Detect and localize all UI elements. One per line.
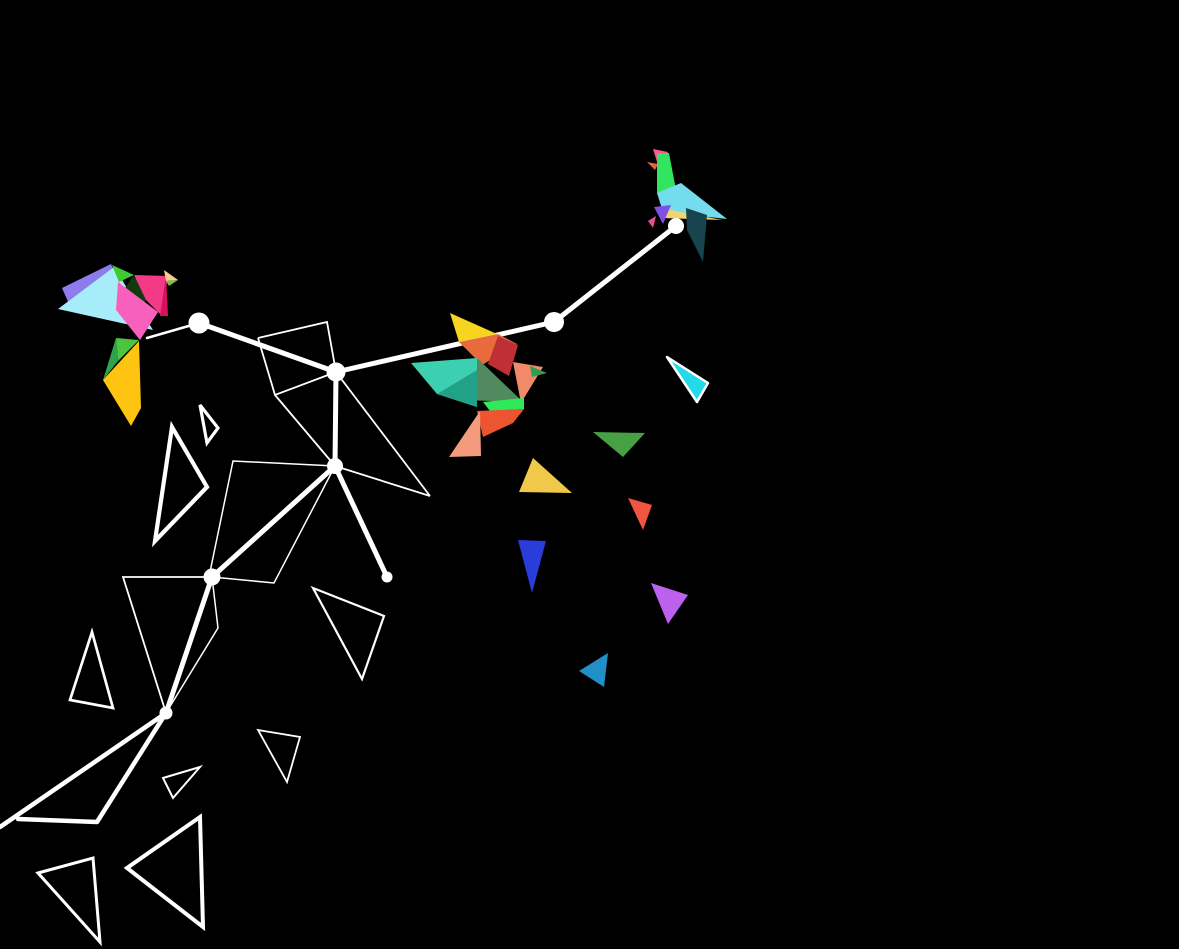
origami-bird-top-foot-magenta	[648, 216, 656, 228]
origami-bird-top	[647, 149, 727, 262]
origami-bird-left-head-green	[112, 265, 134, 282]
origami-bird-center-beak-darkgreen	[530, 366, 547, 377]
edge-g-h	[551, 223, 679, 325]
quad-d-c	[211, 465, 336, 584]
blue-triangle	[518, 540, 546, 593]
network-thick-lines	[0, 223, 679, 830]
origami-bird-center-body-brightgreen	[483, 398, 524, 411]
node-center-bird	[544, 312, 564, 332]
origami-bird-center-wing-yellow	[450, 313, 497, 342]
node-mid-right	[381, 571, 393, 583]
green-triangle	[593, 432, 645, 457]
steel-blue-triangle	[579, 653, 608, 687]
origami-bird-left-tail-yellow	[103, 341, 141, 426]
origami-bird-top-tail-darkteal	[686, 208, 707, 262]
origami-bird-left-wing-violet	[62, 264, 118, 304]
origami-bird-left-tail-darkgreen	[103, 338, 118, 380]
outline-tri-small-mid	[256, 728, 302, 785]
origami-bird-top-crest-orange	[647, 162, 658, 170]
outline-tri-left-lower	[68, 627, 115, 710]
edge-a-b	[196, 320, 339, 375]
outline-tri-center	[310, 585, 386, 682]
outline-tri-tiny	[161, 765, 204, 800]
node-mid-left	[203, 568, 221, 586]
origami-bird-center-wing-teal-dark	[437, 370, 477, 407]
outline-tri-small-upper	[198, 404, 221, 447]
origami-bird-left-body-green	[116, 338, 139, 361]
origami-bird-center	[411, 313, 547, 457]
outline-tri-corner	[35, 856, 102, 947]
origami-bird-center-tail-orangered	[477, 409, 524, 437]
origami-bird-left-head-crimson	[160, 276, 168, 316]
violet-triangle	[651, 583, 688, 624]
origami-birds	[58, 149, 727, 457]
edge-c-d	[209, 463, 338, 580]
network-thin-lines	[35, 320, 431, 947]
origami-bird-top-body-green	[657, 153, 676, 193]
node-top-bird	[668, 218, 684, 234]
outline-tri-big-bottom	[123, 813, 206, 932]
outline-tri-left-mid	[151, 420, 210, 548]
bend-c-west-to-d	[209, 460, 336, 573]
edge-c-e	[332, 463, 390, 580]
tri-d-f-left	[121, 576, 212, 714]
gold-triangle	[519, 458, 572, 493]
origami-bird-left-beak-tan	[164, 270, 178, 281]
node-bottom	[159, 706, 173, 720]
node-hub-lower	[327, 458, 343, 474]
edge-d-f	[163, 574, 215, 716]
origami-bird-top-wing-cyan	[657, 183, 727, 219]
origami-bird-top-foot-purple	[654, 205, 671, 224]
quad-side-to-c	[274, 394, 336, 467]
origami-bird-left-body-pink	[116, 282, 158, 340]
vermilion-triangle	[628, 498, 652, 530]
origami-bird-center-tail-salmon	[449, 411, 481, 457]
ray-b-southeast	[335, 371, 431, 497]
decorative-triangles	[518, 355, 710, 687]
origami-bird-center-head-darkred	[488, 336, 518, 376]
node-left-bird	[188, 312, 210, 334]
bend-d-to-f-right	[165, 576, 219, 714]
origami-bird-left-beak-green	[166, 280, 178, 286]
edge-b-c	[332, 369, 339, 469]
edge-f-left	[0, 710, 169, 830]
ray-c-east	[334, 465, 431, 497]
network-nodes	[159, 218, 684, 720]
edge-b-g	[333, 319, 557, 375]
edge-f-wedge	[15, 710, 169, 825]
node-hub-upper	[326, 362, 346, 382]
origami-bird-left-head-deeppink	[134, 275, 168, 316]
cyan-triangle	[665, 355, 710, 404]
origami-bird-left	[58, 264, 178, 426]
